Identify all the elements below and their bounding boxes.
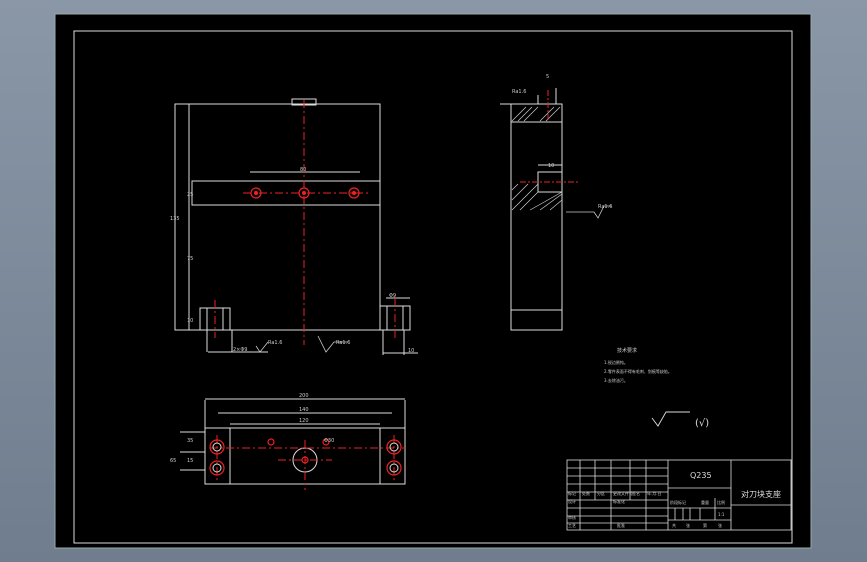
dim-top-hole: Φ30 (324, 438, 334, 444)
tb-row1-2: 分区 (597, 490, 605, 496)
tb-sheet2: 张 (718, 522, 722, 528)
dim-side-top2: 5 (546, 74, 549, 80)
dim-front-left-3: 75 (187, 256, 193, 262)
tech-req-item-3: 3.去除油污。 (604, 377, 628, 383)
tb-standard: 标准化 (613, 498, 625, 504)
tb-ratio: 比例 (717, 499, 725, 505)
dim-side-top: Ra1.6 (512, 89, 526, 95)
dim-front-left-4: 10 (187, 318, 193, 324)
dim-side-mid: 10 (548, 163, 554, 169)
drawing-sheet (54, 13, 812, 549)
front-rough-marks (255, 335, 348, 353)
title-block (566, 459, 792, 531)
dim-top-2: 140 (299, 407, 309, 413)
side-centerlines (520, 90, 580, 183)
dim-front-left-2: 135 (170, 216, 180, 222)
title-material: Q235 (690, 471, 712, 480)
tb-row1-4: 签名 (632, 490, 640, 496)
roughness-paren: (√) (695, 418, 709, 429)
tb-total: 共 (672, 522, 676, 528)
side-hatch (511, 106, 563, 211)
dim-front-rough: Ra1.6 (268, 340, 282, 346)
tb-craft: 工艺 (568, 523, 576, 528)
tb-scale: 1:1 (718, 512, 725, 517)
tb-weight: 重量 (701, 499, 709, 505)
tb-no: 第 (703, 522, 707, 528)
tech-req-item-1: 1.锐边倒钝。 (604, 359, 628, 365)
dim-front-bottom: 2×Φ9 (233, 347, 248, 353)
side-rough-mark (566, 205, 612, 219)
tech-req-title: 技术要求 (617, 347, 637, 354)
roughness-general (651, 411, 690, 427)
front-centerlines (214, 100, 396, 345)
dim-front-left-1: 25 (187, 192, 193, 198)
tb-row1-1: 处数 (582, 490, 590, 496)
drawing-border (73, 30, 793, 544)
tech-req-item-2: 2.零件表面不得有毛刺、划痕等缺陷。 (604, 368, 672, 374)
tb-row1-3: 更改文件号 (613, 490, 633, 496)
dim-front-slot: 80 (300, 167, 306, 173)
dim-front-right-top: Φ9 (389, 293, 396, 299)
dim-front-right-bottom: 10 (408, 348, 414, 354)
front-hole-cores (254, 191, 356, 195)
tb-row1-0: 标记 (568, 490, 576, 496)
dim-front-rough-2: Ra1.6 (336, 340, 350, 346)
tb-review: 审核 (568, 514, 576, 520)
dim-top-left-2: 15 (187, 458, 193, 464)
tb-design: 设计 (568, 498, 576, 504)
tb-sheet: 张 (686, 522, 690, 528)
dim-top-3: 120 (299, 418, 309, 424)
dim-top-left-3: 65 (170, 458, 176, 464)
dim-side-rough: Ra1.6 (598, 204, 612, 210)
dim-top-left-1: 35 (187, 438, 193, 444)
top-view-holes (209, 438, 402, 476)
tb-approve: 批准 (617, 522, 625, 528)
tb-stage: 阶段标记 (670, 499, 686, 505)
dim-top-1: 200 (299, 393, 309, 399)
title-part-name: 对刀块支座 (741, 489, 781, 499)
top-view-hole-inner (212, 442, 399, 473)
tb-row1-5: 年.月.日 (647, 490, 662, 496)
front-holes (250, 187, 360, 199)
